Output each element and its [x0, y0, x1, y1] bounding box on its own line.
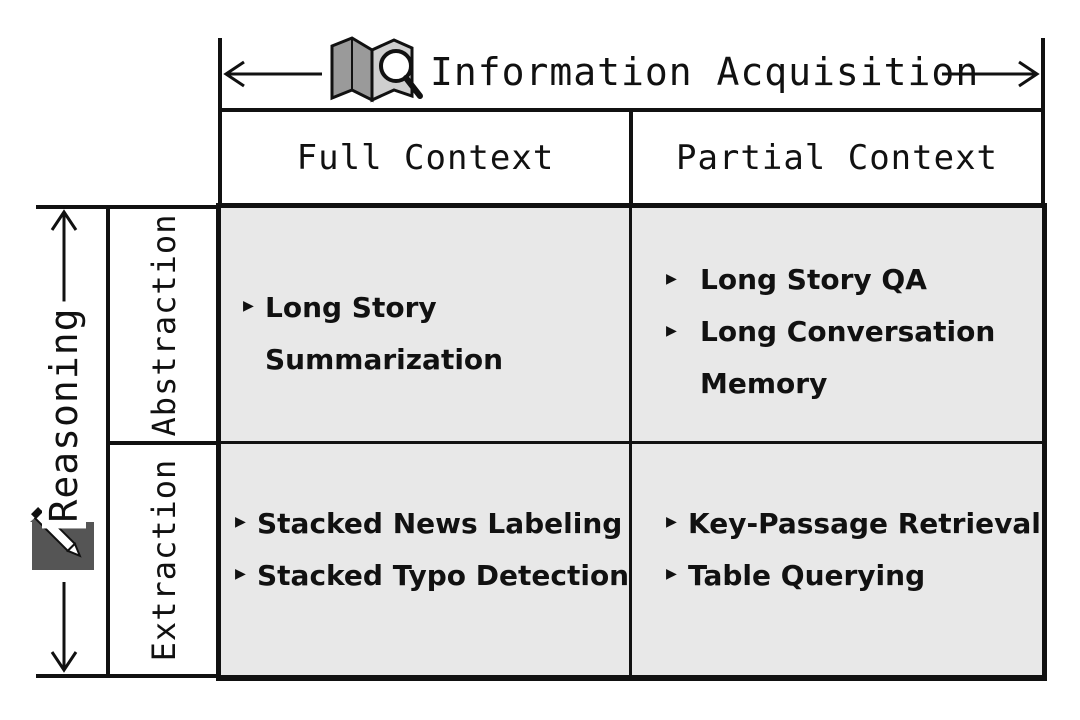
column-header-full-context-label: Full Context	[296, 138, 555, 178]
quadrant-extraction-partial-context: ▶ Key-Passage Retrieval ▶ Table Querying	[629, 441, 1045, 678]
row-label-extraction: Extraction	[106, 441, 222, 678]
task-key-passage-retrieval: Key-Passage Retrieval	[688, 498, 1041, 550]
task-line: Summarization	[265, 343, 504, 376]
bullet-icon: ▶	[666, 268, 677, 289]
column-header-partial-context-label: Partial Context	[675, 138, 999, 178]
information-acquisition-title: Information Acquisition	[430, 50, 980, 94]
bullet-icon: ▶	[666, 511, 677, 532]
column-header-full-context: Full Context	[218, 108, 633, 208]
task-line: Key-Passage Retrieval	[688, 507, 1041, 540]
quadrant-abstraction-partial-context: ▶ Long Story QA ▶ Long Conversation Memo…	[629, 205, 1045, 445]
book-magnifier-icon	[330, 36, 423, 103]
bullet-icon: ▶	[666, 563, 677, 584]
task-line: Table Querying	[688, 559, 926, 592]
axis-left-arrow-head	[223, 60, 245, 88]
reasoning-axis-up-head	[50, 209, 78, 231]
quadrant-extraction-full-context: ▶ Stacked News Labeling ▶ Stacked Typo D…	[218, 441, 633, 678]
task-line: Long Conversation	[700, 315, 996, 348]
bullet-icon: ▶	[666, 320, 677, 341]
task-table-querying: Table Querying	[688, 550, 925, 602]
task-line: Long Story QA	[700, 263, 927, 296]
task-stacked-typo-detection: Stacked Typo Detection	[257, 550, 629, 602]
task-long-conversation-memory: Long Conversation Memory	[700, 306, 995, 410]
task-line: Stacked News Labeling	[257, 507, 623, 540]
bullet-icon: ▶	[243, 295, 254, 316]
bullet-icon: ▶	[235, 563, 246, 584]
reasoning-axis-down-head	[50, 651, 78, 673]
reasoning-title: Reasoning	[42, 301, 86, 529]
bullet-icon: ▶	[235, 511, 246, 532]
task-line: Memory	[700, 367, 828, 400]
quadrant-abstraction-full-context: ▶ Long Story Summarization	[218, 205, 633, 445]
task-stacked-news-labeling: Stacked News Labeling	[257, 498, 622, 550]
task-line: Long Story	[265, 291, 437, 324]
task-long-story-summarization: Long Story Summarization	[265, 282, 503, 386]
axis-right-arrow-head	[1018, 60, 1040, 88]
task-long-story-qa: Long Story QA	[700, 254, 927, 306]
row-label-abstraction-text: Abstraction	[145, 213, 183, 437]
row-label-extraction-text: Extraction	[145, 458, 183, 661]
row-label-abstraction: Abstraction	[106, 205, 222, 445]
column-header-partial-context: Partial Context	[629, 108, 1045, 208]
task-line: Stacked Typo Detection	[257, 559, 630, 592]
